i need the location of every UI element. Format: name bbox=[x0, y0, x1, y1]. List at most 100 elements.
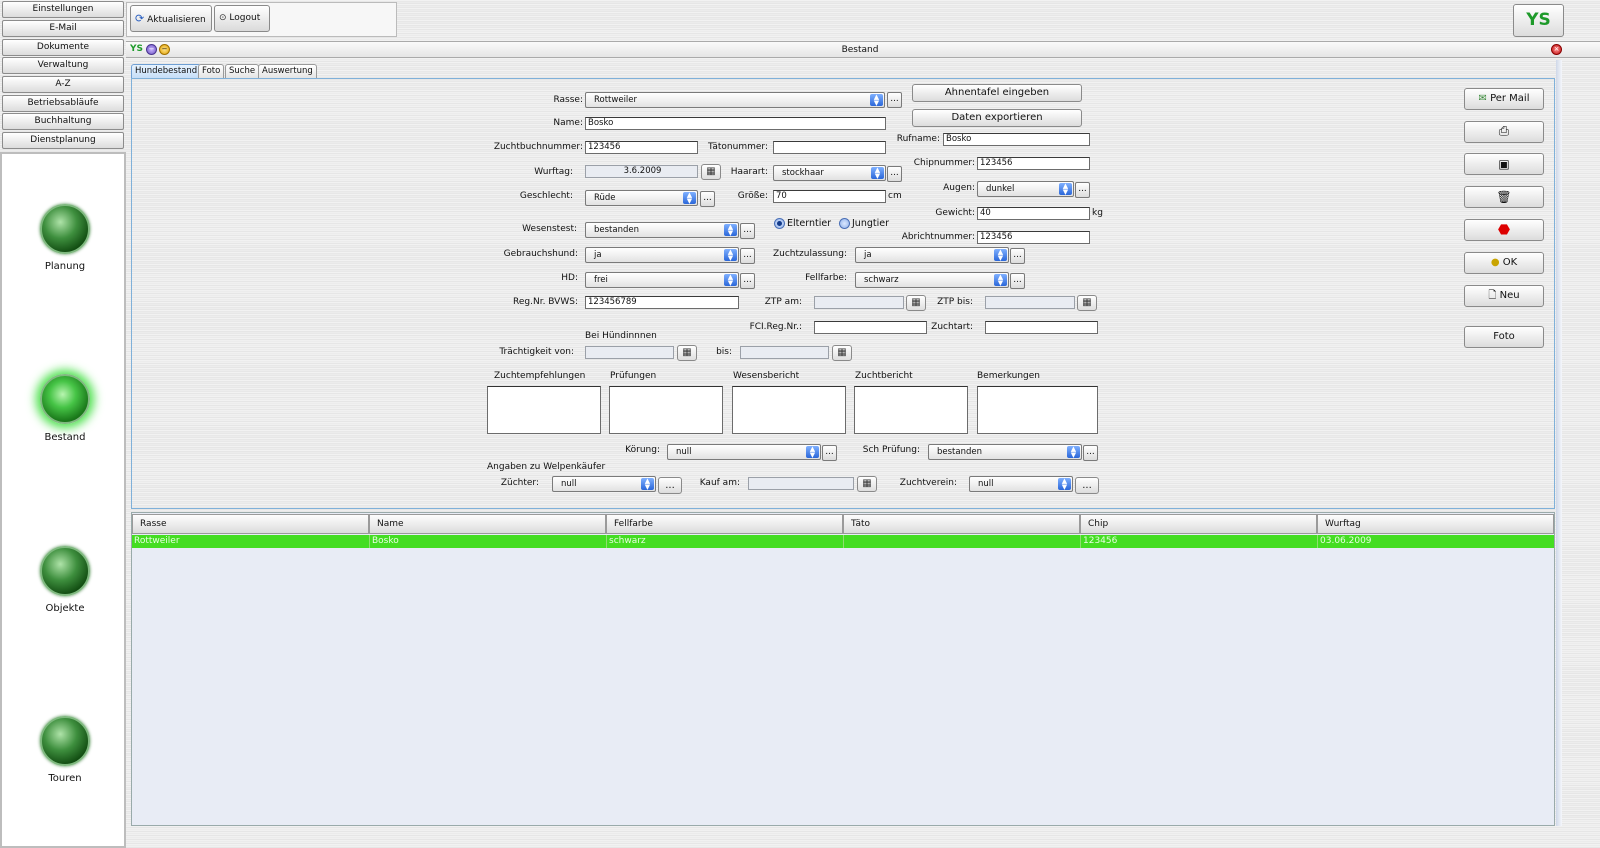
logout-button[interactable]: ⊙ Logout bbox=[214, 5, 270, 32]
haarart-select[interactable]: stockhaar▲▼ bbox=[773, 165, 886, 181]
tab-hundebestand[interactable]: Hundebestand bbox=[131, 64, 202, 78]
column-header-wurftag[interactable]: Wurftag bbox=[1317, 514, 1554, 534]
fcireg-input[interactable] bbox=[814, 321, 927, 334]
bis-input[interactable] bbox=[740, 346, 829, 359]
koerung-select[interactable]: null▲▼ bbox=[667, 444, 821, 460]
geschlecht-select[interactable]: Rüde▲▼ bbox=[585, 190, 698, 206]
nav-verwaltung[interactable]: Verwaltung bbox=[2, 57, 124, 74]
abrichtnummer-input[interactable]: 123456 bbox=[977, 231, 1090, 244]
zuchtempfehlungen-textarea[interactable] bbox=[487, 386, 601, 434]
calendar-icon[interactable]: ▦ bbox=[1077, 295, 1097, 311]
elterntier-radio[interactable]: Elterntier bbox=[774, 217, 831, 231]
zuchtzulassung-select[interactable]: ja▲▼ bbox=[855, 247, 1009, 263]
calendar-icon[interactable]: ▦ bbox=[701, 164, 721, 180]
zuchtzulassung-more-button[interactable]: ... bbox=[1010, 248, 1025, 264]
chipnummer-input[interactable]: 123456 bbox=[977, 157, 1090, 170]
bestand-icon[interactable] bbox=[40, 374, 90, 424]
nav-einstellungen[interactable]: Einstellungen bbox=[2, 1, 124, 18]
column-header-rasse[interactable]: Rasse bbox=[132, 514, 369, 534]
wesenstest-more-button[interactable]: ... bbox=[740, 223, 755, 239]
ahnentafel-button[interactable]: Ahnentafel eingeben bbox=[912, 84, 1082, 102]
jungtier-radio[interactable]: Jungtier bbox=[839, 217, 889, 231]
name-input[interactable]: Bosko bbox=[585, 117, 886, 130]
geschlecht-more-button[interactable]: ... bbox=[700, 191, 715, 207]
augen-more-button[interactable]: ... bbox=[1075, 182, 1090, 198]
objekte-icon[interactable] bbox=[40, 546, 90, 596]
fellfarbe-more-button[interactable]: ... bbox=[1010, 273, 1025, 289]
ztp-bis-input[interactable] bbox=[985, 296, 1075, 309]
foto-button[interactable]: Foto bbox=[1464, 326, 1544, 348]
maximize-icon[interactable]: − bbox=[159, 44, 170, 55]
sch-pruefung-more-button[interactable]: ... bbox=[1083, 445, 1098, 461]
rasse-more-button[interactable]: ... bbox=[887, 92, 902, 108]
column-header-chip[interactable]: Chip bbox=[1080, 514, 1317, 534]
fellfarbe-select[interactable]: schwarz▲▼ bbox=[855, 272, 1009, 288]
nav-email[interactable]: E-Mail bbox=[2, 20, 124, 37]
mail-button[interactable]: ✉ Per Mail bbox=[1464, 88, 1544, 110]
calendar-icon[interactable]: ▦ bbox=[677, 345, 697, 361]
column-header-name[interactable]: Name bbox=[369, 514, 606, 534]
rasse-select[interactable]: Rottweiler▲▼ bbox=[585, 92, 885, 108]
taetonummer-input[interactable] bbox=[773, 141, 886, 154]
minimize-icon[interactable]: − bbox=[146, 44, 157, 55]
gebrauchshund-more-button[interactable]: ... bbox=[740, 248, 755, 264]
nav-dokumente[interactable]: Dokumente bbox=[2, 39, 124, 56]
print-button[interactable]: ⎙ bbox=[1464, 121, 1544, 143]
vertical-splitter[interactable] bbox=[1556, 60, 1562, 826]
module-label-touren[interactable]: Touren bbox=[48, 773, 82, 784]
zuchtbericht-textarea[interactable] bbox=[854, 386, 968, 434]
wesensbericht-textarea[interactable] bbox=[732, 386, 846, 434]
groesse-input[interactable]: 70 bbox=[773, 190, 886, 203]
zuechter-more-button[interactable]: ... bbox=[658, 477, 682, 494]
rufname-input[interactable]: Bosko bbox=[943, 133, 1090, 146]
zuchtverein-more-button[interactable]: ... bbox=[1075, 477, 1099, 494]
hd-select[interactable]: frei▲▼ bbox=[585, 272, 739, 288]
zuchtverein-select[interactable]: null▲▼ bbox=[969, 476, 1073, 492]
label-hd: HD: bbox=[561, 273, 578, 283]
touren-icon[interactable] bbox=[40, 716, 90, 766]
stop-button[interactable]: ⬣ bbox=[1464, 219, 1544, 241]
refresh-button[interactable]: ⟳ Aktualisieren bbox=[130, 5, 212, 32]
column-header-taeto[interactable]: Täto bbox=[843, 514, 1080, 534]
ok-button[interactable]: ● OK bbox=[1464, 252, 1544, 274]
save-button[interactable]: ▣ bbox=[1464, 153, 1544, 175]
regnr-input[interactable]: 123456789 bbox=[585, 296, 739, 309]
nav-dienstplanung[interactable]: Dienstplanung bbox=[2, 132, 124, 149]
close-icon[interactable]: × bbox=[1551, 44, 1562, 55]
hd-more-button[interactable]: ... bbox=[740, 273, 755, 289]
pruefungen-textarea[interactable] bbox=[609, 386, 723, 434]
haarart-more-button[interactable]: ... bbox=[887, 166, 902, 182]
nav-buchhaltung[interactable]: Buchhaltung bbox=[2, 113, 124, 130]
koerung-more-button[interactable]: ... bbox=[822, 445, 837, 461]
bemerkungen-textarea[interactable] bbox=[977, 386, 1098, 434]
delete-button[interactable]: 🗑 bbox=[1464, 186, 1544, 208]
calendar-icon[interactable]: ▦ bbox=[857, 476, 877, 492]
column-header-fellfarbe[interactable]: Fellfarbe bbox=[606, 514, 843, 534]
calendar-icon[interactable]: ▦ bbox=[832, 345, 852, 361]
export-button[interactable]: Daten exportieren bbox=[912, 109, 1082, 127]
tab-auswertung[interactable]: Auswertung bbox=[258, 64, 317, 78]
zuchtbuchnummer-input[interactable]: 123456 bbox=[585, 141, 698, 154]
tab-foto[interactable]: Foto bbox=[198, 64, 225, 78]
sch-pruefung-select[interactable]: bestanden▲▼ bbox=[928, 444, 1082, 460]
augen-select[interactable]: dunkel▲▼ bbox=[977, 181, 1074, 197]
wesenstest-select[interactable]: bestanden▲▼ bbox=[585, 222, 739, 238]
traechtigkeit-input[interactable] bbox=[585, 346, 674, 359]
module-label-planung[interactable]: Planung bbox=[44, 261, 86, 272]
calendar-icon[interactable]: ▦ bbox=[906, 295, 926, 311]
zuchtart-input[interactable] bbox=[985, 321, 1098, 334]
module-label-bestand[interactable]: Bestand bbox=[44, 432, 86, 443]
planung-icon[interactable] bbox=[40, 204, 90, 254]
gebrauchshund-select[interactable]: ja▲▼ bbox=[585, 247, 739, 263]
gewicht-input[interactable]: 40 bbox=[977, 207, 1090, 220]
nav-a-z[interactable]: A-Z bbox=[2, 76, 124, 93]
kauf-am-input[interactable] bbox=[748, 477, 854, 490]
new-button[interactable]: 🗋 Neu bbox=[1464, 285, 1544, 307]
zuechter-select[interactable]: null▲▼ bbox=[552, 476, 656, 492]
chevron-down-icon: ▲▼ bbox=[1058, 478, 1071, 491]
nav-betriebsablaeufe[interactable]: Betriebsabläufe bbox=[2, 95, 124, 112]
module-label-objekte[interactable]: Objekte bbox=[45, 603, 85, 614]
ztp-am-input[interactable] bbox=[814, 296, 904, 309]
tab-suche[interactable]: Suche bbox=[225, 64, 260, 78]
wurftag-input[interactable]: 3.6.2009 bbox=[585, 165, 698, 178]
